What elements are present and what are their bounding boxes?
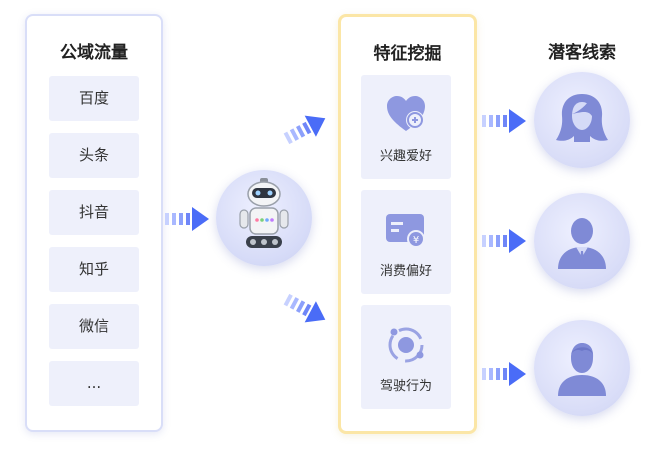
source-item-toutiao: 头条 bbox=[49, 133, 139, 178]
lead-avatar-female bbox=[534, 72, 630, 168]
heart-icon bbox=[387, 96, 425, 131]
robot-icon bbox=[239, 178, 289, 248]
source-item-douyin: 抖音 bbox=[49, 190, 139, 235]
feature-card-consumption: ¥ 消费偏好 bbox=[361, 190, 451, 294]
source-item-wechat: 微信 bbox=[49, 304, 139, 349]
flow-arrow-icon bbox=[165, 207, 209, 231]
flow-arrow-icon bbox=[482, 109, 526, 133]
source-item-more: ... bbox=[49, 361, 139, 406]
flow-arrow-down-icon bbox=[283, 293, 326, 323]
leads-title: 潜客线索 bbox=[548, 43, 616, 63]
lead-avatar-male-suit bbox=[534, 193, 630, 289]
payment-card-icon: ¥ bbox=[386, 214, 425, 248]
source-item-baidu: 百度 bbox=[49, 76, 139, 121]
feature-label-driving: 驾驶行为 bbox=[379, 379, 432, 394]
male-suit-avatar-icon bbox=[558, 218, 606, 269]
flow-arrow-up-icon bbox=[283, 115, 326, 145]
traffic-sources-panel: 公域流量 百度 头条 抖音 知乎 微信 ... bbox=[25, 14, 163, 432]
feature-mining-panel: 特征挖掘 兴趣爱好 ¥ 消费偏好 驾驶行为 bbox=[338, 14, 477, 434]
orbit-icon bbox=[388, 327, 424, 363]
feature-label-interests: 兴趣爱好 bbox=[379, 149, 432, 164]
feature-card-driving: 驾驶行为 bbox=[361, 305, 451, 409]
feature-label-consumption: 消费偏好 bbox=[379, 264, 432, 279]
feature-card-interests: 兴趣爱好 bbox=[361, 75, 451, 179]
source-item-zhihu: 知乎 bbox=[49, 247, 139, 292]
traffic-sources-title: 公域流量 bbox=[60, 43, 128, 63]
robot-processor bbox=[216, 170, 312, 266]
male-avatar-icon bbox=[558, 343, 606, 396]
feature-mining-title: 特征挖掘 bbox=[373, 44, 442, 64]
flow-arrow-icon bbox=[482, 229, 526, 253]
svg-text:¥: ¥ bbox=[413, 235, 419, 246]
flow-arrow-icon bbox=[482, 362, 526, 386]
female-avatar-icon bbox=[556, 94, 608, 142]
lead-avatar-male bbox=[534, 320, 630, 416]
